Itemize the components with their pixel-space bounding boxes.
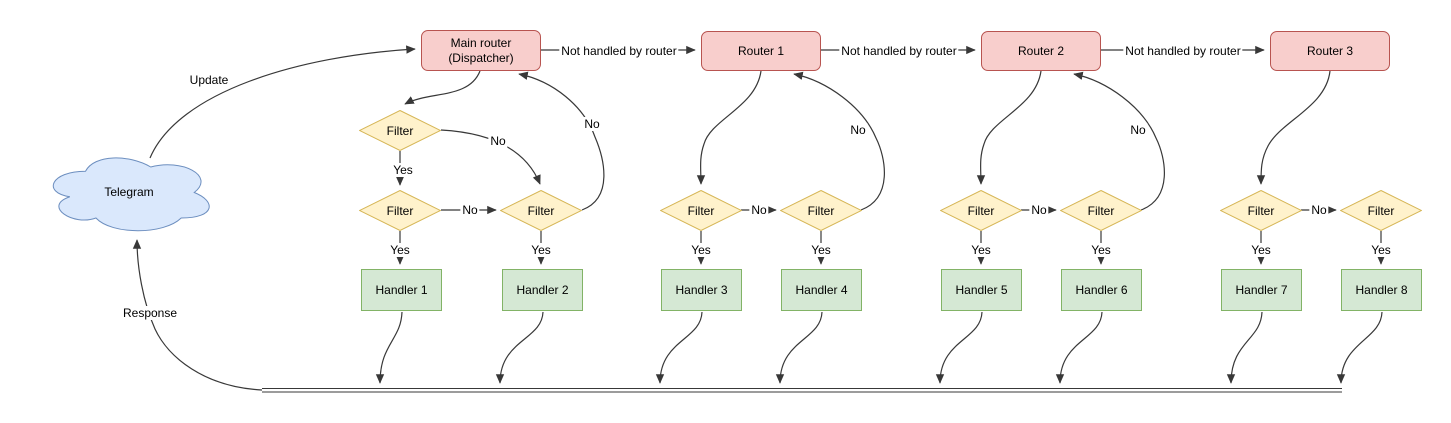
node-router-2: Router 2 (981, 31, 1101, 71)
telegram-cloud-shape (52, 157, 210, 232)
edge-label-no-r2-loop: No (1128, 123, 1148, 137)
filter-label: Filter (1367, 203, 1395, 218)
router-3-label: Router 3 (1306, 43, 1354, 58)
edge-main-loop-no (518, 71, 605, 211)
edge-router1-to-filter (696, 70, 762, 185)
node-router-3: Router 3 (1270, 31, 1390, 71)
router-2-label: Router 2 (1017, 43, 1065, 58)
filter-r3-left: Filter (1220, 190, 1302, 231)
filter-r2-left: Filter (940, 190, 1022, 231)
node-handler-1: Handler 1 (361, 269, 442, 311)
router-1-label: Router 1 (737, 43, 785, 58)
edge-label-update: Update (187, 73, 231, 87)
diamond-shape (500, 190, 582, 231)
node-main-router-dispatcher: Main router (Dispatcher) (421, 30, 541, 71)
telegram-cloud-label: Telegram (104, 185, 154, 199)
filter-label: Filter (386, 123, 414, 138)
edge-handler6-to-bus (1055, 311, 1103, 384)
node-handler-3: Handler 3 (661, 269, 742, 311)
edge-handler8-to-bus (1336, 311, 1383, 384)
diamond-shape (359, 190, 441, 231)
edge-label-yes-6: Yes (1089, 243, 1113, 257)
edge-handler7-to-bus (1226, 311, 1263, 384)
edge-label-yes-1: Yes (388, 243, 412, 257)
handler-7-label: Handler 7 (1235, 282, 1288, 297)
edge-response (132, 239, 263, 391)
node-router-1: Router 1 (701, 31, 821, 71)
filter-label: Filter (687, 203, 715, 218)
diamond-shape (660, 190, 742, 231)
edge-label-response: Response (120, 306, 180, 320)
edge-label-yes-3: Yes (689, 243, 713, 257)
dispatcher-label-line2: (Dispatcher) (448, 50, 514, 65)
edge-label-no-r3-mid: No (1309, 203, 1329, 217)
handler-5-label: Handler 5 (955, 282, 1008, 297)
filter-label: Filter (1087, 203, 1115, 218)
edge-label-no-r1-loop: No (848, 123, 868, 137)
edge-r2-loop-no (1073, 71, 1165, 211)
edge-handler3-to-bus (655, 311, 703, 384)
filter-r1-left: Filter (660, 190, 742, 231)
handler-6-label: Handler 6 (1075, 282, 1128, 297)
diamond-shape (780, 190, 862, 231)
node-handler-5: Handler 5 (941, 269, 1022, 311)
filter-main-left: Filter (359, 190, 441, 231)
edge-label-yes-4: Yes (809, 243, 833, 257)
dispatcher-label-line1: Main router (450, 35, 512, 50)
edge-label-yes-8: Yes (1369, 243, 1393, 257)
edge-router2-to-filter (976, 70, 1042, 185)
handler-4-label: Handler 4 (795, 282, 848, 297)
filter-label: Filter (967, 203, 995, 218)
edge-label-yes-7: Yes (1249, 243, 1273, 257)
filter-main-right: Filter (500, 190, 582, 231)
edge-dispatcher-to-filter (404, 70, 481, 105)
diamond-shape (1060, 190, 1142, 231)
edge-label-no-main-loop: No (582, 117, 602, 131)
edge-r1-loop-no (793, 71, 885, 211)
handler-2-label: Handler 2 (516, 282, 569, 297)
edge-label-no-ftop: No (488, 134, 508, 148)
node-handler-7: Handler 7 (1221, 269, 1302, 311)
diamond-shape (359, 110, 441, 151)
handler-3-label: Handler 3 (675, 282, 728, 297)
edge-label-not-handled-1: Not handled by router (559, 44, 679, 58)
edge-label-yes-5: Yes (969, 243, 993, 257)
filter-r3-right: Filter (1340, 190, 1422, 231)
node-handler-8: Handler 8 (1341, 269, 1422, 311)
edge-handler2-to-bus (495, 311, 544, 384)
edge-label-not-handled-2: Not handled by router (839, 44, 959, 58)
edge-label-yes-top: Yes (391, 163, 415, 177)
filter-main-top: Filter (359, 110, 441, 151)
filter-label: Filter (386, 203, 414, 218)
edge-router3-to-filter (1256, 70, 1331, 185)
filter-r2-right: Filter (1060, 190, 1142, 231)
filter-label: Filter (807, 203, 835, 218)
edge-handler5-to-bus (935, 311, 983, 384)
filter-label: Filter (1247, 203, 1275, 218)
edge-handler4-to-bus (775, 311, 823, 384)
diamond-shape (1340, 190, 1422, 231)
node-handler-4: Handler 4 (781, 269, 862, 311)
diamond-shape (940, 190, 1022, 231)
edge-handler1-to-bus (375, 311, 403, 384)
edge-label-yes-2: Yes (529, 243, 553, 257)
handler-8-label: Handler 8 (1355, 282, 1408, 297)
diamond-shape (1220, 190, 1302, 231)
edge-label-no-r1-mid: No (749, 203, 769, 217)
node-handler-6: Handler 6 (1061, 269, 1142, 311)
edge-label-no-main-mid: No (460, 203, 480, 217)
filter-label: Filter (527, 203, 555, 218)
filter-r1-right: Filter (780, 190, 862, 231)
edge-label-not-handled-3: Not handled by router (1123, 44, 1243, 58)
node-handler-2: Handler 2 (502, 269, 583, 311)
edge-update (149, 45, 416, 159)
handler-1-label: Handler 1 (375, 282, 428, 297)
edge-label-no-r2-mid: No (1029, 203, 1049, 217)
